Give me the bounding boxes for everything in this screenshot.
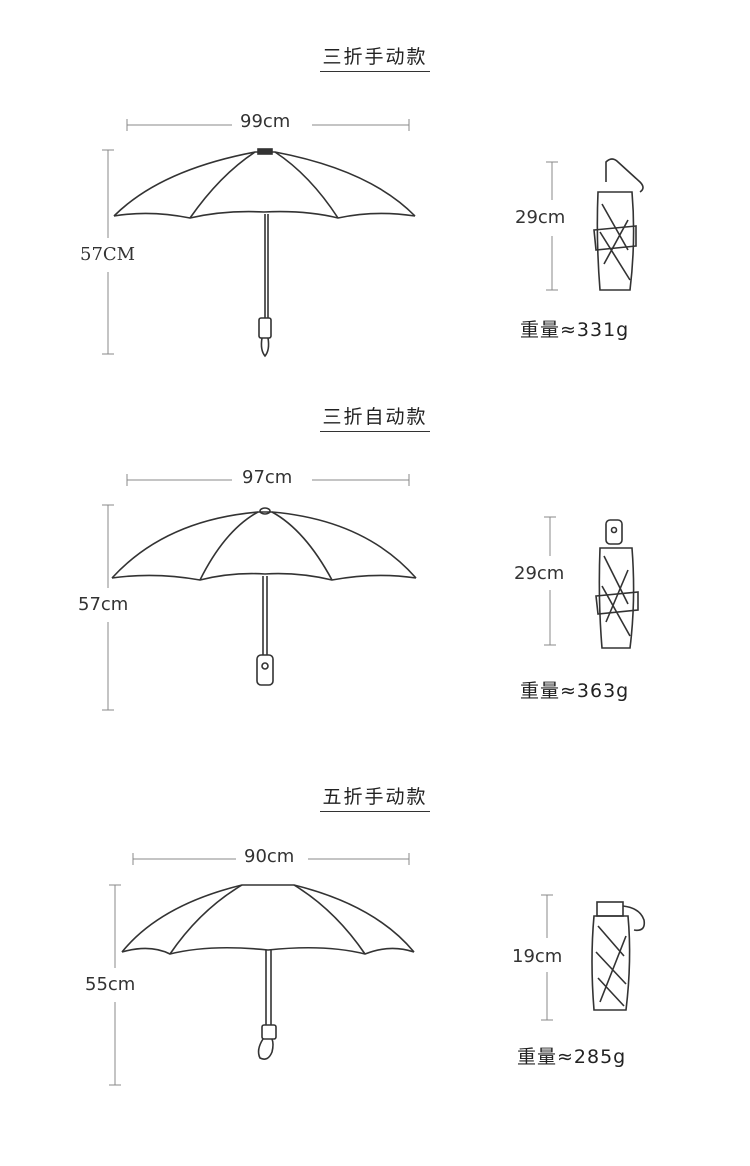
folded-length-label: 29cm [515, 207, 566, 228]
section-title: 五折手动款 [0, 782, 750, 812]
folded-umbrella-icon [591, 901, 646, 1011]
width-dimension-line [132, 853, 410, 865]
weight-label: 重量≈363g [520, 680, 630, 702]
height-dimension-line [102, 149, 114, 355]
height-dimension-line [102, 504, 114, 711]
folded-umbrella-icon [593, 158, 644, 291]
width-dimension-line [126, 474, 410, 486]
open-width-label: 90cm [244, 846, 295, 867]
umbrella-diagram [109, 853, 646, 1086]
open-height-label: 57cm [78, 594, 129, 615]
open-width-label: 99cm [240, 111, 291, 132]
folded-length-label: 19cm [512, 946, 563, 967]
section-title: 三折手动款 [0, 42, 750, 72]
open-height-label: 55cm [85, 974, 136, 995]
open-umbrella-icon [121, 884, 415, 1060]
umbrella-diagram [102, 119, 644, 358]
folded-length-label: 29cm [514, 563, 565, 584]
height-dimension-line [109, 884, 121, 1086]
weight-label: 重量≈331g [520, 319, 630, 341]
folded-dimension-line [544, 516, 556, 646]
section-title: 三折自动款 [0, 402, 750, 432]
open-width-label: 97cm [242, 467, 293, 488]
section-five-fold-manual: 五折手动款 [0, 740, 750, 1120]
open-umbrella-icon [111, 507, 417, 686]
folded-dimension-line [546, 161, 558, 291]
open-height-label: 57CM [80, 244, 136, 265]
section-three-fold-manual: 三折手动款 [0, 0, 750, 380]
weight-label: 重量≈285g [517, 1046, 627, 1068]
open-umbrella-icon [113, 148, 416, 358]
section-three-fold-auto: 三折自动款 [0, 360, 750, 740]
folded-dimension-line [541, 894, 553, 1021]
folded-umbrella-icon [595, 519, 639, 649]
umbrella-diagram [102, 474, 639, 711]
width-dimension-line [126, 119, 410, 131]
